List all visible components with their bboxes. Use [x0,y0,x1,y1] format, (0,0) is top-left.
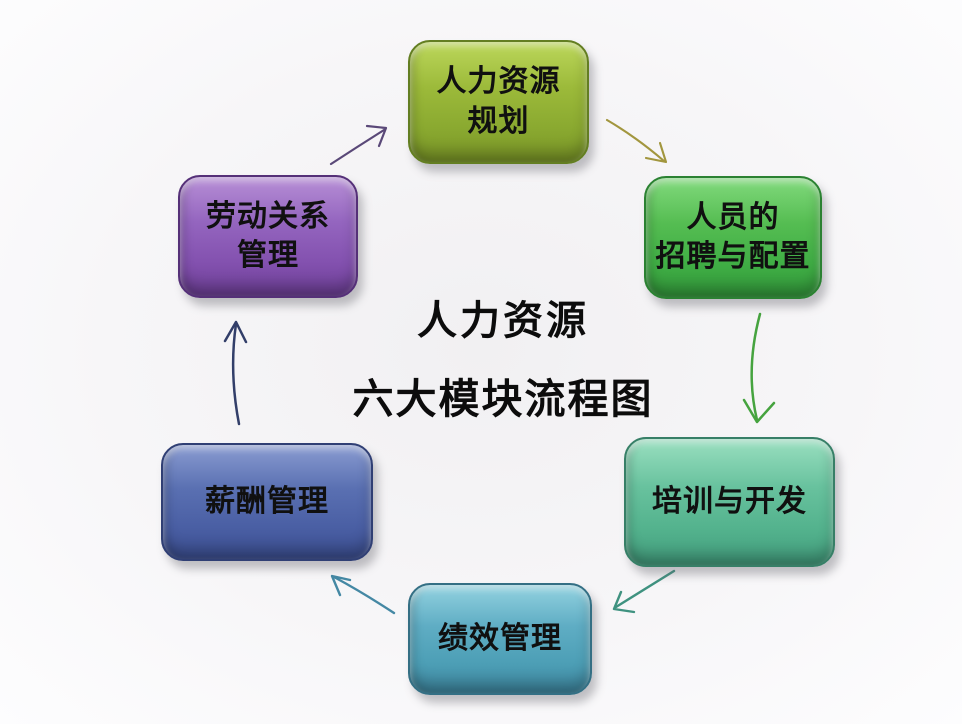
node-training: 培训与开发 [624,437,835,567]
arrow-recruitment-to-training [742,312,776,424]
node-label: 人员的 招聘与配置 [656,201,811,275]
diagram-title-line2: 六大模块流程图 [352,376,654,422]
arrow-labor-relations-to-hr-planning [329,124,388,166]
node-label-line: 人员的 [686,200,780,234]
node-labor-relations: 劳动关系 管理 [178,175,358,298]
arrow-performance-to-compensation [330,574,396,615]
node-label-line: 培训与开发 [652,484,807,518]
node-recruitment: 人员的 招聘与配置 [644,176,822,299]
node-label: 培训与开发 [652,485,807,520]
node-label-line: 薪酬管理 [205,484,329,518]
node-label-line: 绩效管理 [438,621,562,655]
arrow-training-to-performance [612,569,676,614]
node-label-line: 规划 [467,104,530,138]
node-compensation: 薪酬管理 [161,443,373,561]
node-label: 劳动关系 管理 [206,200,330,274]
node-hr-planning: 人力资源 规划 [408,40,589,164]
node-label-line: 管理 [237,239,299,272]
arrow-compensation-to-labor-relations [223,320,248,426]
node-label: 人力资源 规划 [437,65,561,139]
node-label: 绩效管理 [438,622,562,657]
arrow-hr-planning-to-recruitment [605,118,668,164]
node-label: 薪酬管理 [205,485,329,520]
node-label-line: 劳动关系 [206,199,330,233]
diagram-title-line1: 人力资源 [417,299,589,343]
node-label-line: 人力资源 [436,65,561,98]
diagram-title: 人力资源 六大模块流程图 [258,288,748,425]
node-performance: 绩效管理 [408,583,592,695]
node-label-line: 招聘与配置 [655,240,811,273]
